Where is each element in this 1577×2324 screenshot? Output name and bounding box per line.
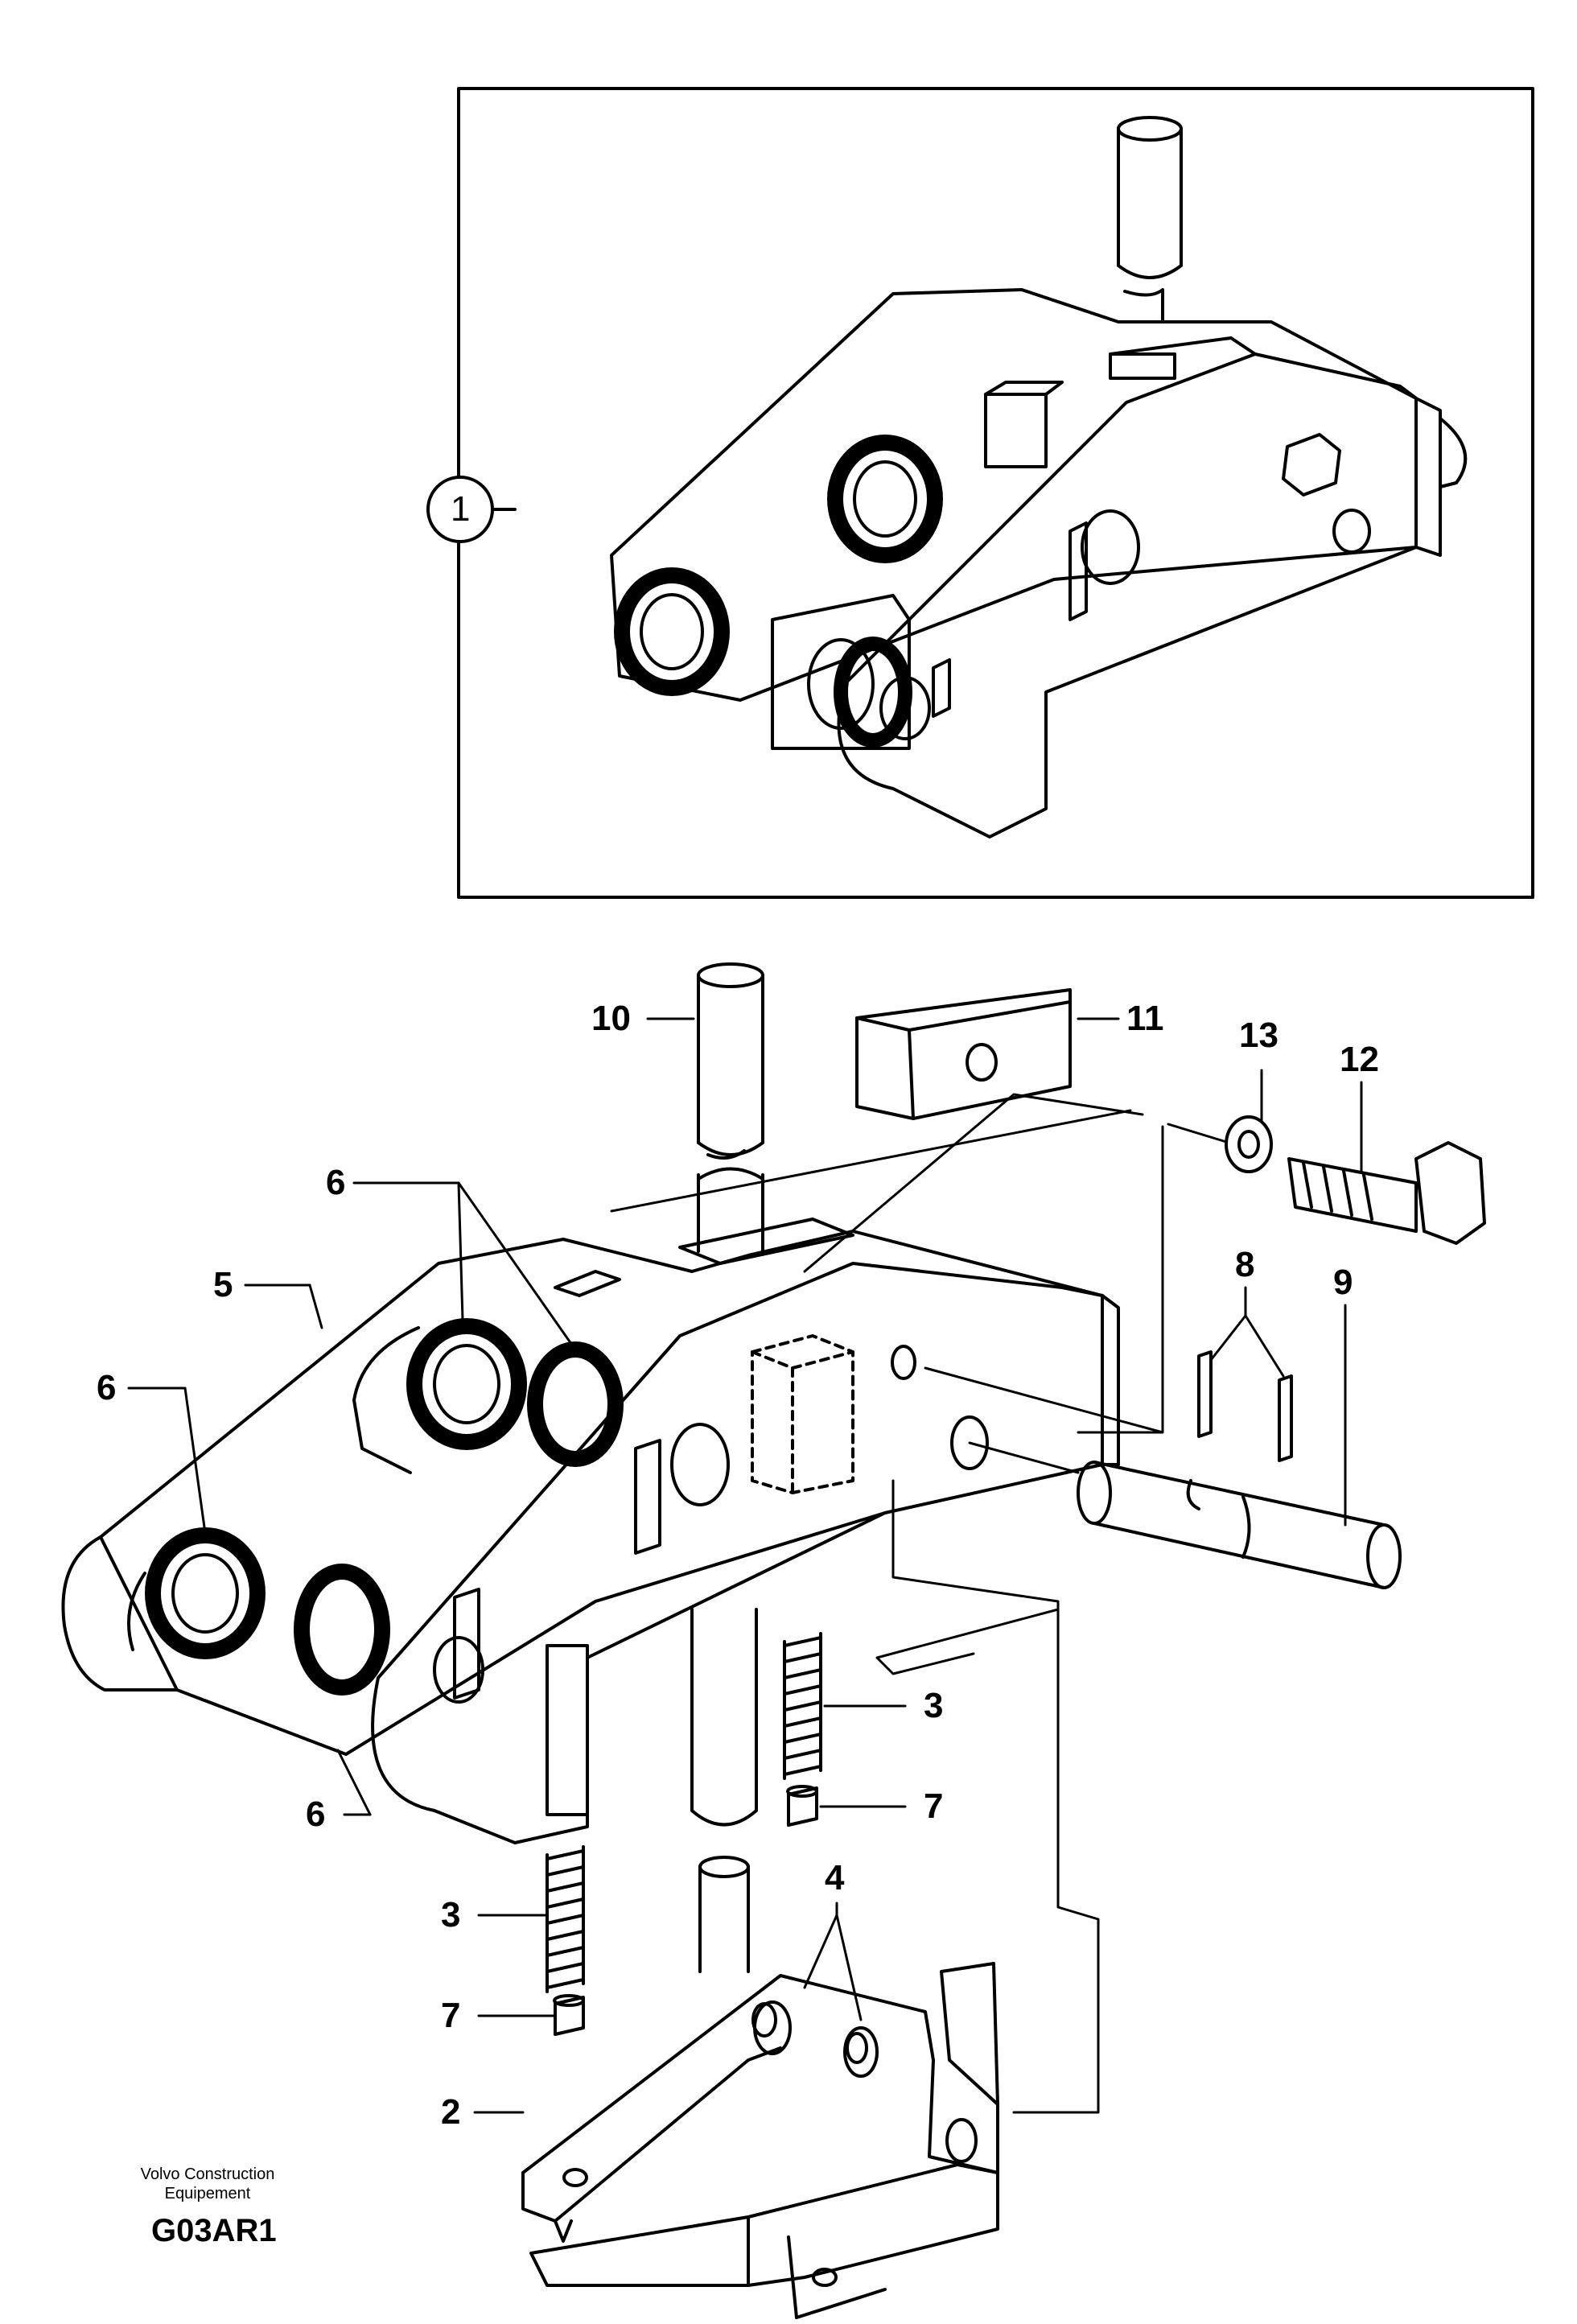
part-13-washer xyxy=(1225,1115,1273,1173)
part-12-bolt xyxy=(1287,1141,1486,1245)
callout-5: 5 xyxy=(213,1265,233,1304)
assembly-paths xyxy=(610,1093,1228,2114)
callout-11: 11 xyxy=(1126,999,1164,1038)
manufacturer-credit-line2: Equipement xyxy=(164,2185,251,2202)
part-9-shaft xyxy=(1077,1461,1402,1589)
part-8-roll-pins xyxy=(1197,1350,1293,1462)
callout-7-left: 7 xyxy=(441,1996,461,2035)
callout-10: 10 xyxy=(591,999,631,1038)
manufacturer-credit-line1: Volvo Construction xyxy=(140,2165,275,2183)
guide-rod xyxy=(690,1608,758,1827)
part-3-spring-right xyxy=(783,1632,822,1780)
callout-13: 13 xyxy=(1239,1016,1278,1055)
callout-9: 9 xyxy=(1333,1263,1353,1302)
part-7-plug-right xyxy=(786,1785,818,1827)
figure-code: G03AR1 xyxy=(151,2213,277,2248)
part-5-frame xyxy=(61,1218,1120,1844)
callout-7-right: 7 xyxy=(924,1786,944,1826)
part-11-block xyxy=(855,988,1072,1120)
part-2-latch xyxy=(521,1856,999,2319)
callout-3-left: 3 xyxy=(441,1895,461,1935)
callout-6-left: 6 xyxy=(97,1368,117,1407)
part-10-pin xyxy=(697,962,764,1253)
callout-1: 1 xyxy=(451,489,471,529)
callout-12: 12 xyxy=(1340,1040,1379,1079)
callout-3-right: 3 xyxy=(924,1686,944,1725)
part-3-spring-left xyxy=(546,1845,585,1993)
callout-6-bottom: 6 xyxy=(306,1795,326,1834)
callout-6-top: 6 xyxy=(326,1163,346,1202)
callout-4: 4 xyxy=(825,1858,845,1898)
inset-frame xyxy=(426,87,1534,899)
inset-assembly xyxy=(610,116,1468,839)
part-6-seals xyxy=(145,1318,624,1696)
callout-leaders xyxy=(127,1017,1363,2114)
part-7-plug-left xyxy=(553,1994,585,2036)
callout-2: 2 xyxy=(441,2092,461,2132)
callout-8: 8 xyxy=(1235,1245,1255,1284)
